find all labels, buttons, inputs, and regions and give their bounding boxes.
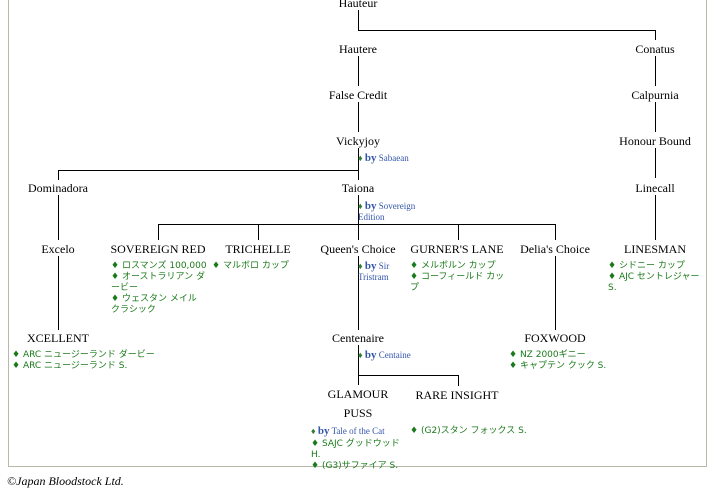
bullet-icon: ♦ xyxy=(358,153,363,163)
bullet-icon: ♦ xyxy=(111,294,120,304)
bullet-icon: ♦ xyxy=(410,261,419,271)
wins-rare-insight: ♦ (G2)スタン フォックス S. xyxy=(410,426,530,437)
horse-queens-choice: Queen's Choice xyxy=(319,242,397,256)
win-item: ♦ コーフィールド カップ xyxy=(410,272,505,293)
horse-centenaire: Centenaire xyxy=(331,331,385,345)
horse-hautere: Hautere xyxy=(338,42,378,56)
horse-xcellent: XCELLENT xyxy=(26,331,90,345)
connector xyxy=(158,195,556,240)
bullet-icon: ♦ xyxy=(358,201,363,211)
horse-gurners-lane: GURNER'S LANE xyxy=(409,242,505,256)
wins-gurners-lane: ♦ メルボルン カップ ♦ コーフィールド カップ xyxy=(410,261,510,294)
horse-dominadora: Dominadora xyxy=(27,181,89,195)
win-item: ♦ ARC ニュージーランド ダービー xyxy=(12,350,155,360)
bullet-icon: ♦ xyxy=(608,261,617,271)
pedigree-frame xyxy=(8,0,707,467)
connector xyxy=(58,148,359,180)
win-item: ♦ シドニー カップ xyxy=(608,261,685,271)
wins-xcellent: ♦ ARC ニュージーランド ダービー ♦ ARC ニュージーランド S. xyxy=(12,350,162,372)
horse-false-credit: False Credit xyxy=(327,88,389,102)
horse-delias-choice: Delia's Choice xyxy=(519,242,591,256)
win-item: ♦ (G2)スタン フォックス S. xyxy=(410,426,527,436)
win-item: ♦ SAJC グッドウッド H. xyxy=(311,439,400,460)
by-label: by xyxy=(364,349,377,361)
sire-link[interactable]: Sabaean xyxy=(378,153,409,163)
bullet-icon: ♦ xyxy=(509,350,518,360)
sire-link[interactable]: Sir Tristram xyxy=(358,261,390,282)
horse-hauteur: Hauteur xyxy=(337,0,379,10)
wins-foxwood: ♦ NZ 2000ギニー ♦ キャプテン クック S. xyxy=(509,350,609,372)
win-item: ♦ オーストラリアン ダービー xyxy=(111,272,206,293)
sire-link[interactable]: Sovereign Edition xyxy=(358,201,416,222)
by-label: by xyxy=(317,425,330,437)
horse-excelo: Excelo xyxy=(40,242,76,256)
horse-glamour-puss: GLAMOUR PUSS xyxy=(319,385,397,423)
wins-glamour-puss: ♦ SAJC グッドウッド H. ♦ (G3)サファイア S. xyxy=(311,439,411,472)
horse-trichelle: TRICHELLE xyxy=(224,242,292,256)
bullet-icon: ♦ xyxy=(509,361,518,371)
sire-note-glamour-puss: ♦ by Tale of the Cat xyxy=(311,426,411,437)
bullet-icon: ♦ xyxy=(311,439,320,449)
horse-linesman: LINESMAN xyxy=(623,242,687,256)
connector xyxy=(358,345,459,386)
bullet-icon: ♦ xyxy=(12,361,21,371)
connector xyxy=(358,8,656,40)
horse-rare-insight: RARE INSIGHT xyxy=(414,388,500,402)
sire-note-vickyjoy: ♦ by Sabaean xyxy=(358,153,438,164)
horse-honour-bound: Honour Bound xyxy=(618,134,692,148)
by-label: by xyxy=(364,152,377,164)
sire-note-queens-choice: ♦ by Sir Tristram xyxy=(358,261,414,283)
win-item: ♦ マルボロ カップ xyxy=(212,261,289,271)
by-label: by xyxy=(364,200,377,212)
sire-note-taiona: ♦ by Sovereign Edition xyxy=(358,201,438,223)
horse-conatus: Conatus xyxy=(634,42,676,56)
bullet-icon: ♦ xyxy=(12,350,21,360)
sire-link[interactable]: Centaine xyxy=(378,350,411,360)
wins-trichelle: ♦ マルボロ カップ xyxy=(212,261,308,272)
sire-link[interactable]: Tale of the Cat xyxy=(331,426,385,436)
horse-vickyjoy: Vickyjoy xyxy=(335,134,381,148)
horse-taiona: Taiona xyxy=(340,181,376,195)
bullet-icon: ♦ xyxy=(608,272,617,282)
bullet-icon: ♦ xyxy=(410,272,419,282)
win-item: ♦ メルボルン カップ xyxy=(410,261,496,271)
by-label: by xyxy=(364,260,377,272)
win-item: ♦ AJC セントレジャー S. xyxy=(608,272,700,293)
win-item: ♦ NZ 2000ギニー xyxy=(509,350,586,360)
wins-sovereign-red: ♦ ロスマンズ 100,000 ♦ オーストラリアン ダービー ♦ ウェスタン … xyxy=(111,261,207,316)
win-item: ♦ ARC ニュージーランド S. xyxy=(12,361,128,371)
copyright-footer: ©Japan Bloodstock Ltd. xyxy=(7,474,124,488)
bullet-icon: ♦ xyxy=(212,261,221,271)
win-item: ♦ ウェスタン メイル クラシック xyxy=(111,294,197,315)
bullet-icon: ♦ xyxy=(311,461,320,471)
bullet-icon: ♦ xyxy=(358,261,363,271)
horse-calpurnia: Calpurnia xyxy=(630,88,680,102)
bullet-icon: ♦ xyxy=(111,272,120,282)
horse-sovereign-red: SOVEREIGN RED xyxy=(109,242,207,256)
win-item: ♦ キャプテン クック S. xyxy=(509,361,607,371)
bullet-icon: ♦ xyxy=(358,350,363,360)
horse-linecall: Linecall xyxy=(634,181,676,195)
horse-foxwood: FOXWOOD xyxy=(523,331,587,345)
win-item: ♦ ロスマンズ 100,000 xyxy=(111,261,207,271)
win-item: ♦ (G3)サファイア S. xyxy=(311,461,399,471)
bullet-icon: ♦ xyxy=(410,426,419,436)
bullet-icon: ♦ xyxy=(311,426,316,436)
bullet-icon: ♦ xyxy=(111,261,120,271)
sire-note-centenaire: ♦ by Centaine xyxy=(358,350,438,361)
wins-linesman: ♦ シドニー カップ ♦ AJC セントレジャー S. xyxy=(608,261,706,294)
